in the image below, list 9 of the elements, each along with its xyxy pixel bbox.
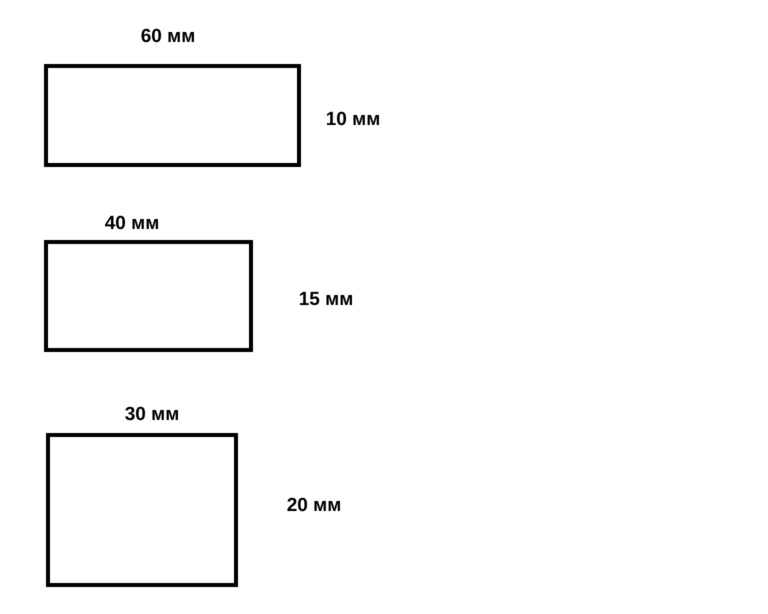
dimension-label: 60 мм [140, 26, 196, 48]
rectangle-shape [44, 64, 301, 167]
rectangle-shape [46, 433, 238, 587]
dimension-label: 30 мм [124, 404, 180, 426]
rectangle-shape [44, 240, 253, 352]
dimension-label: 10 мм [326, 109, 380, 131]
dimension-label: 20 мм [286, 495, 342, 517]
dimension-label: 40 мм [104, 213, 160, 235]
dimension-label: 15 мм [298, 289, 354, 311]
